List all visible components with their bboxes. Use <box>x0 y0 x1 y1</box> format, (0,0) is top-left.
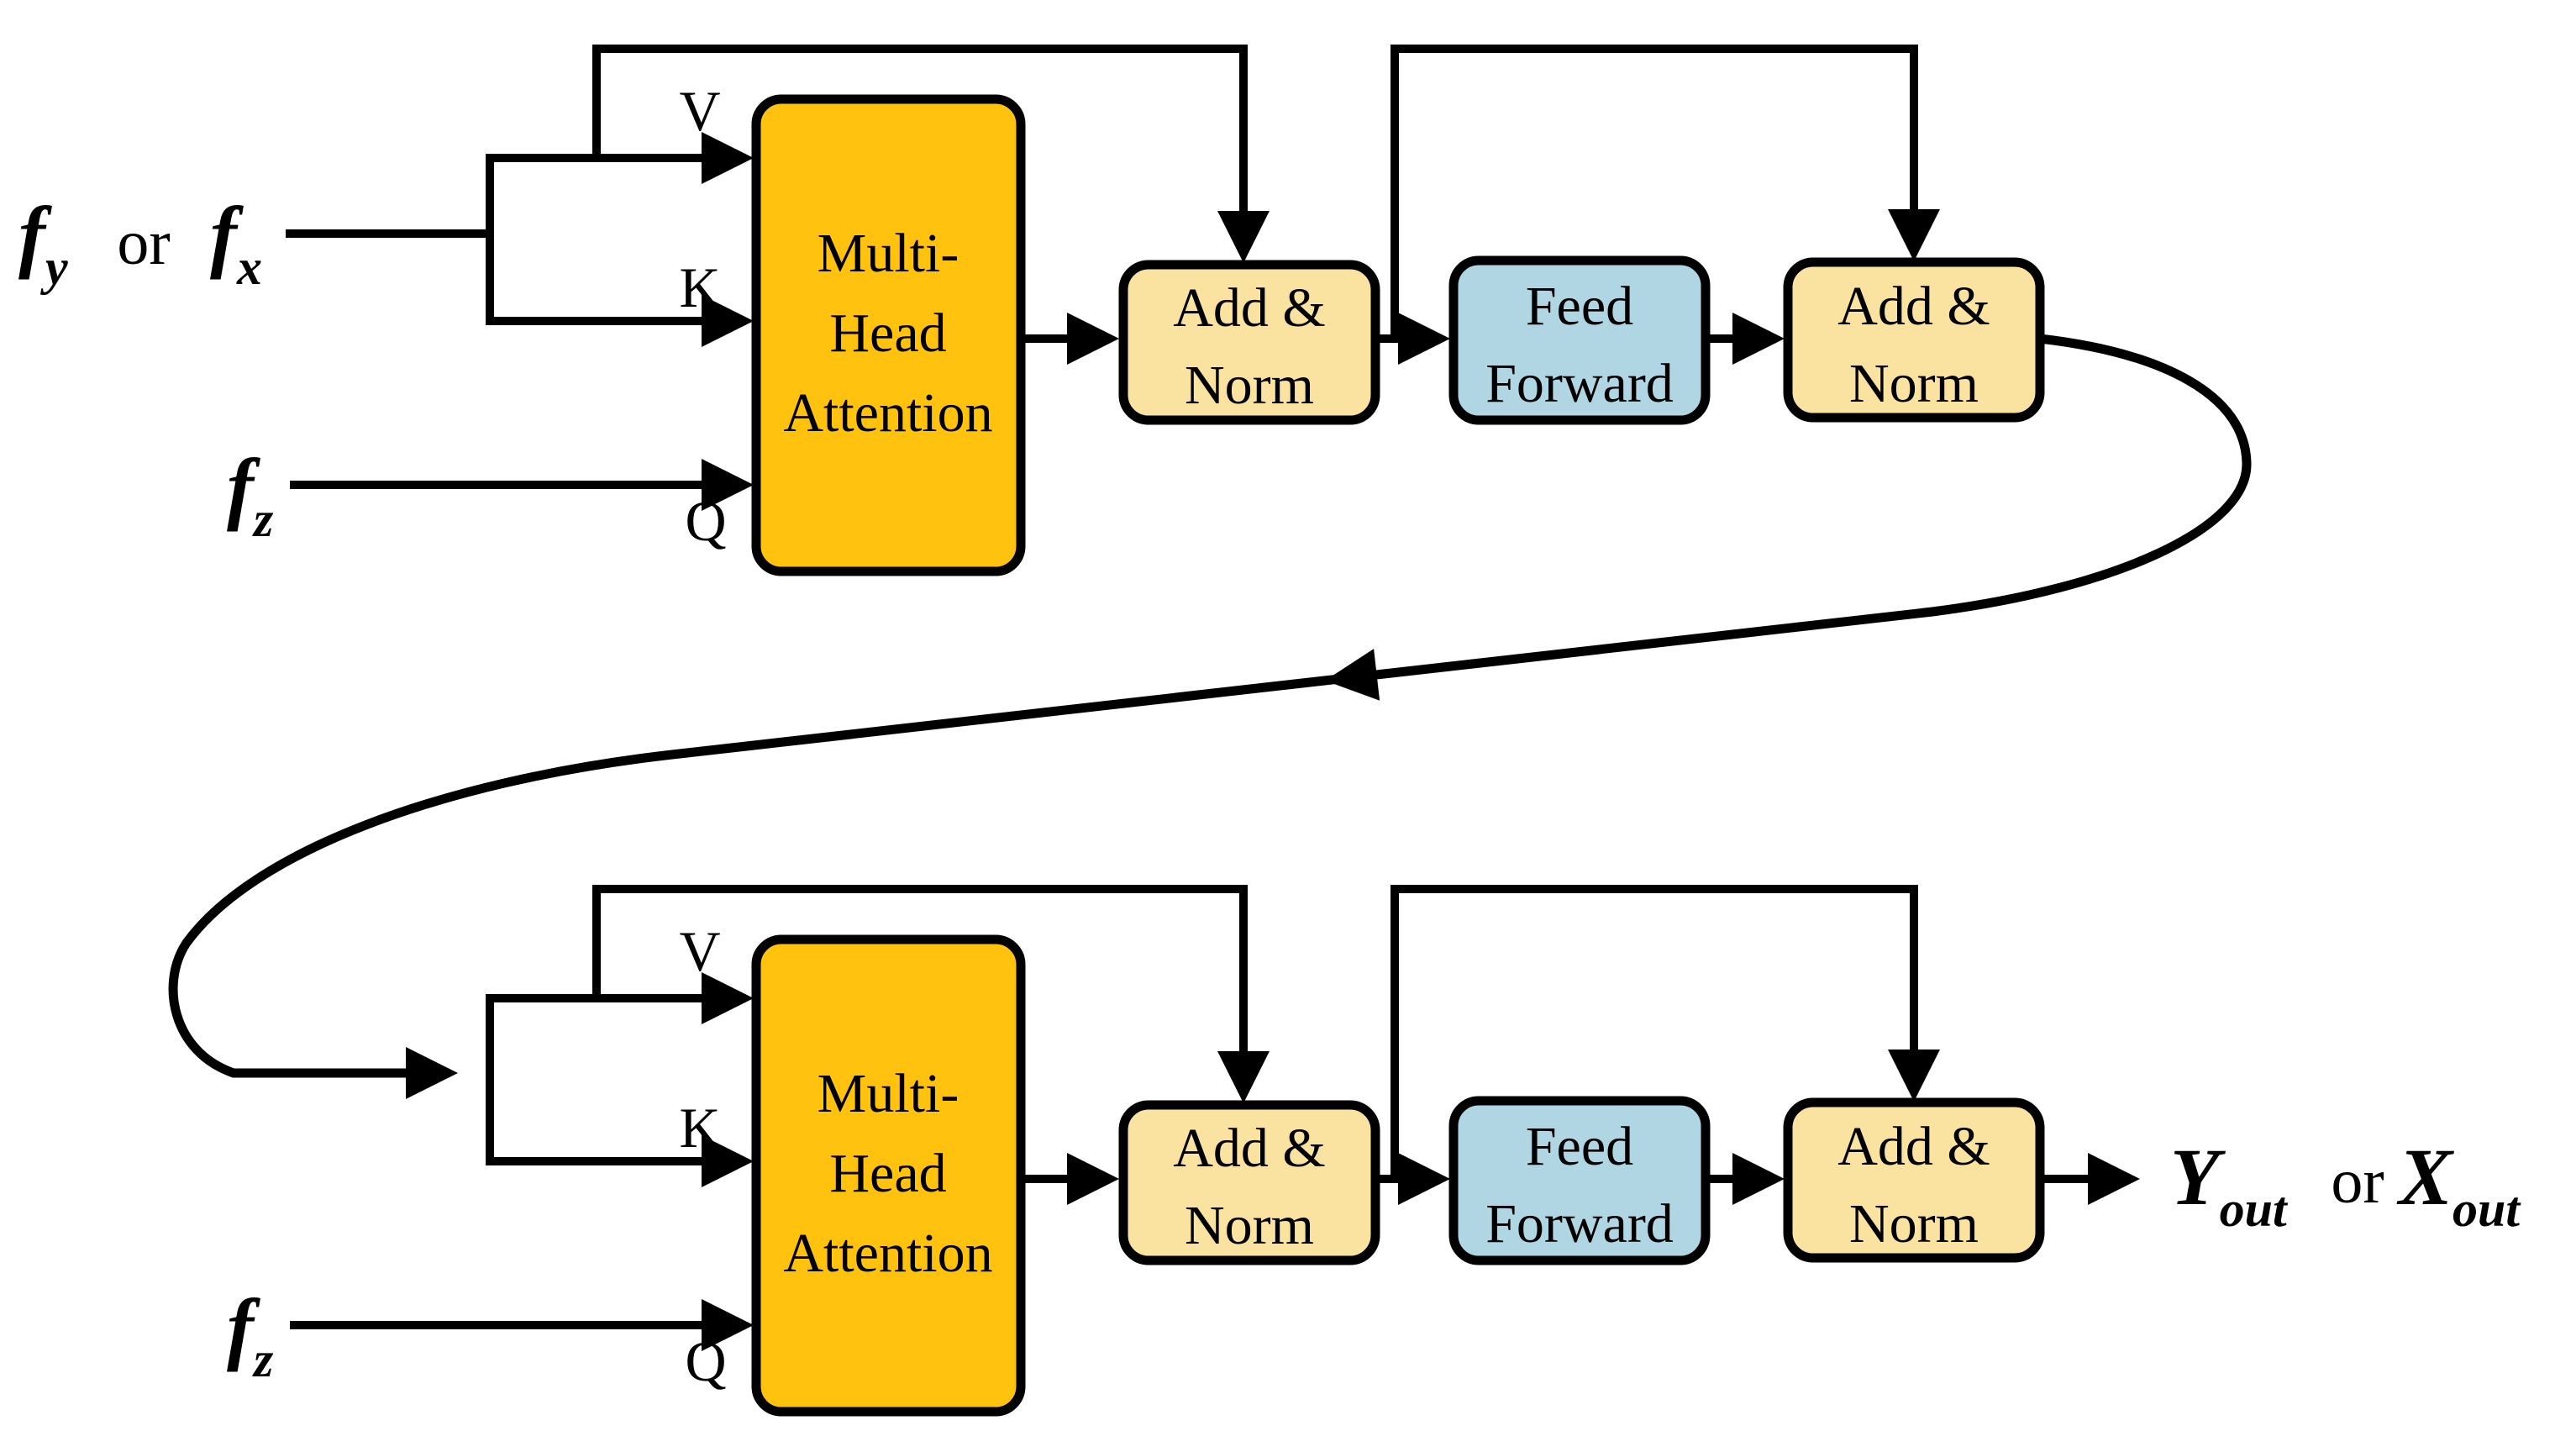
value-arrowhead-2 <box>702 972 754 1024</box>
feed-forward-label-line1-1: Feed <box>1526 276 1633 337</box>
attention-layer-1: fy or fx fz V K Q Multi- Head Attention <box>18 45 2045 576</box>
add-norm-label-line2-1: Norm <box>1185 355 1314 416</box>
add-norm-label-line1-3: Add & <box>1173 1118 1326 1179</box>
port-label-v-2: V <box>679 919 720 983</box>
mha-label-line3-2: Attention <box>783 1223 992 1284</box>
mha-label-line1-1: Multi- <box>817 223 959 284</box>
addnorm-ff-arrowhead-2 <box>1398 1153 1450 1205</box>
attention-layer-2: fz V K Q Multi- Head Attention Add & Nor… <box>227 885 2521 1417</box>
input-label-fz-2: fz <box>227 1282 274 1387</box>
residual-wire-4 <box>1391 885 1918 1183</box>
mha-label-line2-1: Head <box>829 302 946 364</box>
mha-label-line1-2: Multi- <box>817 1063 959 1124</box>
port-label-k-2: K <box>679 1096 720 1160</box>
add-norm-label-line1-2: Add & <box>1837 276 1990 337</box>
port-label-q-1: Q <box>685 489 726 553</box>
query-arrowhead-1 <box>702 459 754 511</box>
loop-curve <box>168 334 2252 1078</box>
port-label-q-2: Q <box>685 1329 726 1393</box>
residual-arrowhead-4 <box>1888 1050 1940 1102</box>
input-label-fy: fy <box>18 190 68 295</box>
input-label-fx: fx <box>210 190 262 295</box>
query-arrowhead-2 <box>702 1299 754 1351</box>
feed-forward-label-line2-1: Forward <box>1485 353 1674 414</box>
loop-mid-arrowhead <box>1325 649 1380 701</box>
output-label-yout: Yout <box>2170 1132 2289 1237</box>
add-norm-label-line1-1: Add & <box>1173 277 1326 339</box>
add-norm-label-line2-3: Norm <box>1185 1195 1314 1256</box>
input-label-or: or <box>117 208 170 278</box>
mha-out-arrowhead-2 <box>1067 1153 1119 1205</box>
mha-label-line2-2: Head <box>829 1143 946 1204</box>
feed-forward-label-line2-2: Forward <box>1485 1193 1674 1255</box>
output-arrowhead <box>2088 1153 2140 1205</box>
mha-label-line3-1: Attention <box>783 382 992 444</box>
output-label-or: or <box>2331 1146 2384 1217</box>
residual-arrowhead-2 <box>1888 209 1940 261</box>
add-norm-label-line1-4: Add & <box>1837 1116 1990 1177</box>
input-label-fz-1: fz <box>227 442 274 547</box>
residual-wire-2 <box>1391 45 1918 343</box>
addnorm-ff-arrowhead-1 <box>1398 313 1450 365</box>
add-norm-label-line2-4: Norm <box>1849 1193 1979 1255</box>
ff-addnorm-arrowhead-1 <box>1732 313 1785 365</box>
residual-wire-1 <box>592 45 1248 216</box>
ff-addnorm-arrowhead-2 <box>1732 1153 1785 1205</box>
feed-forward-label-line1-2: Feed <box>1526 1116 1633 1177</box>
port-label-v-1: V <box>679 79 720 143</box>
key-arrowhead-1 <box>702 295 754 347</box>
layer1-to-layer2-loop <box>168 334 2252 1099</box>
value-arrowhead-1 <box>702 132 754 184</box>
mha-out-arrowhead-1 <box>1067 313 1119 365</box>
port-label-k-1: K <box>679 255 720 319</box>
residual-arrowhead-1 <box>1217 211 1270 263</box>
output-label-xout: Xout <box>2396 1132 2521 1237</box>
residual-wire-3 <box>592 885 1248 1056</box>
key-arrowhead-2 <box>702 1135 754 1187</box>
residual-arrowhead-3 <box>1217 1051 1270 1103</box>
add-norm-label-line2-2: Norm <box>1849 353 1979 414</box>
loop-end-arrowhead <box>406 1047 458 1099</box>
